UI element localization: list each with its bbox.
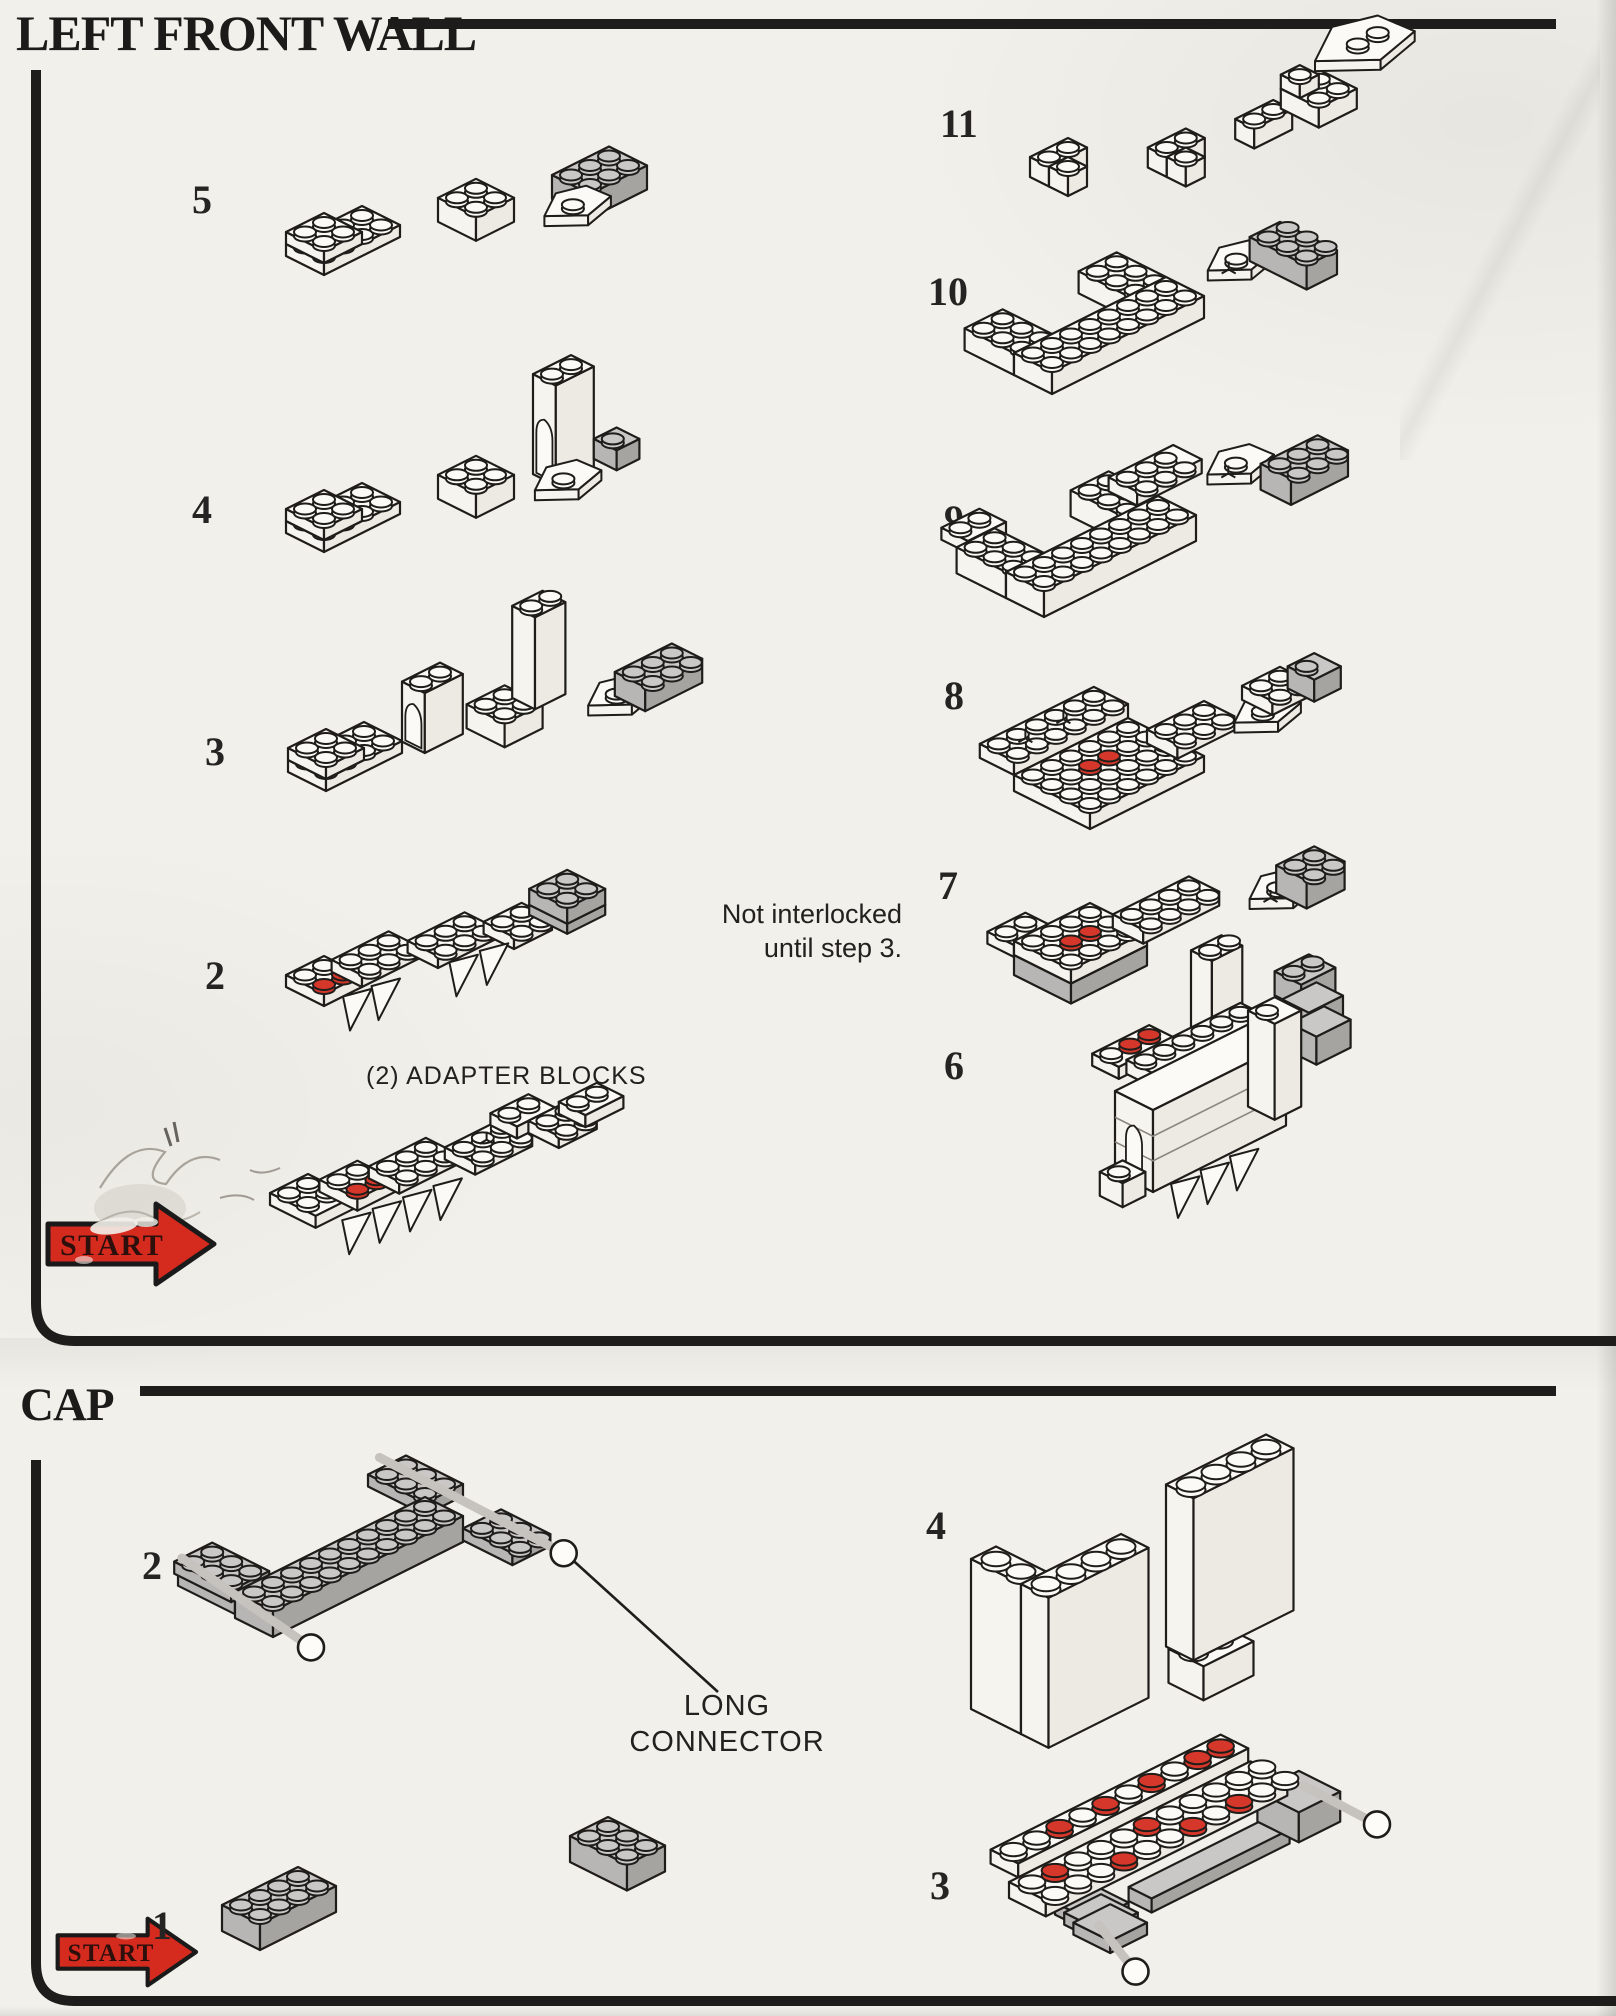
section-title-left-front-wall: LEFT FRONT WALL bbox=[16, 5, 477, 61]
start-arrow-left-front-wall: START bbox=[45, 1201, 217, 1287]
step-figure-1-2 bbox=[220, 1865, 338, 1952]
step-figure-1-4 bbox=[989, 1733, 1392, 1986]
step-figure-1-3 bbox=[969, 1433, 1295, 1749]
step-number-2: 2 bbox=[142, 1543, 162, 1588]
step-figure-0-3 bbox=[284, 868, 607, 1032]
start-arrow-shape bbox=[55, 1916, 199, 1988]
step-number-10: 10 bbox=[928, 269, 968, 314]
step-figure-1-0 bbox=[173, 1452, 579, 1662]
connector-line-1: LONG bbox=[683, 1690, 771, 1722]
step-figure-1-1 bbox=[568, 1815, 667, 1892]
step-number-3: 3 bbox=[930, 1863, 950, 1908]
label-long-connector: LONG CONNECTOR bbox=[612, 1688, 842, 1761]
section-title-cap: CAP bbox=[20, 1379, 115, 1431]
step-figure-0-6 bbox=[963, 220, 1339, 396]
step-number-5: 5 bbox=[192, 177, 212, 222]
step-figure-0-9 bbox=[986, 845, 1346, 1005]
start-arrow-cap: START bbox=[55, 1916, 199, 1988]
step-figure-0-10 bbox=[1091, 934, 1352, 1219]
step-number-1: 1 bbox=[152, 1903, 172, 1948]
note-not-interlocked: Not interlocked until step 3. bbox=[640, 898, 902, 966]
step-number-6: 6 bbox=[944, 1043, 964, 1088]
connector-line-2: CONNECTOR bbox=[629, 1726, 825, 1759]
step-number-7: 7 bbox=[938, 863, 958, 908]
step-number-4: 4 bbox=[926, 1503, 946, 1548]
step-figure-0-8 bbox=[978, 652, 1342, 831]
step-number-3: 3 bbox=[205, 729, 225, 774]
start-label: START bbox=[68, 1940, 155, 1967]
step-figure-0-4 bbox=[268, 1081, 625, 1256]
step-number-8: 8 bbox=[944, 673, 964, 718]
frame-cap-body bbox=[31, 1460, 1616, 2006]
step-figure-0-5 bbox=[1028, 14, 1416, 198]
note-line-2: until step 3. bbox=[763, 932, 902, 963]
step-figure-0-0 bbox=[284, 145, 649, 277]
step-figure-0-1 bbox=[284, 354, 641, 554]
note-line-1: Not interlocked bbox=[721, 899, 902, 929]
frame-left-front-wall-body bbox=[31, 70, 1616, 1346]
start-label: START bbox=[60, 1229, 164, 1262]
step-figure-0-2 bbox=[286, 589, 704, 793]
step-figure-0-7 bbox=[940, 434, 1350, 619]
connector-pointer-line bbox=[565, 1553, 719, 1693]
step-number-4: 4 bbox=[192, 487, 212, 532]
step-number-2: 2 bbox=[205, 953, 225, 998]
step-number-11: 11 bbox=[940, 101, 978, 146]
